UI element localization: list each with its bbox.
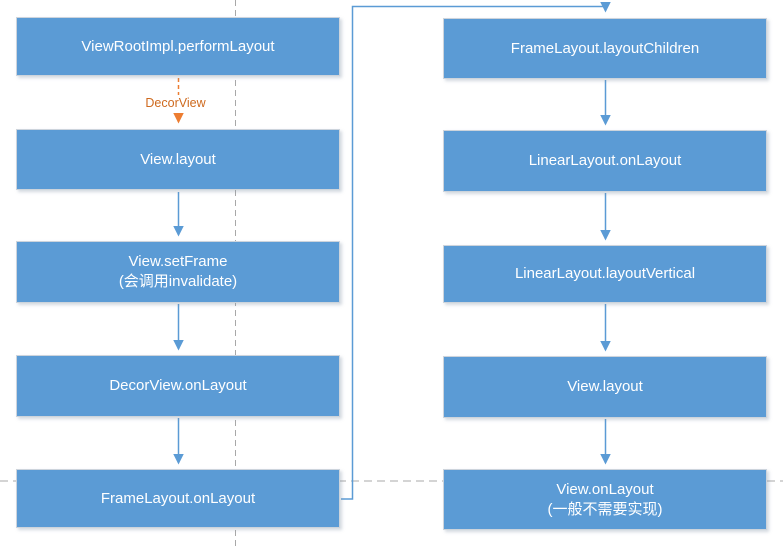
node-sublabel: (会调用invalidate) xyxy=(118,273,238,290)
connector-framelayout-onlayout-to-layoutchildren xyxy=(341,2,611,500)
node-label: View.layout xyxy=(567,378,643,395)
node-viewrootimpl-performlayout: ViewRootImpl.performLayout xyxy=(16,17,340,76)
node-view-onlayout: View.onLayout (一般不需要实现) xyxy=(443,469,767,530)
node-framelayout-layoutchildren: FrameLayout.layoutChildren xyxy=(443,18,767,79)
node-decorview-onlayout: DecorView.onLayout xyxy=(16,355,340,417)
node-view-setframe: View.setFrame (会调用invalidate) xyxy=(16,241,340,303)
node-label: LinearLayout.onLayout xyxy=(528,152,682,169)
node-view-layout-right: View.layout xyxy=(443,356,767,418)
node-label: ViewRootImpl.performLayout xyxy=(81,37,275,55)
node-linearlayout-layoutvertical: LinearLayout.layoutVertical xyxy=(443,245,767,303)
edge-label-decorview: DecorView xyxy=(128,95,223,112)
node-view-layout-left: View.layout xyxy=(16,129,340,190)
node-label: FrameLayout.onLayout xyxy=(100,489,256,507)
node-label: DecorView.onLayout xyxy=(109,377,247,394)
node-sublabel: (一般不需要实现) xyxy=(547,500,663,518)
node-label: FrameLayout.layoutChildren xyxy=(510,39,700,57)
node-label: View.layout xyxy=(140,150,216,168)
node-label: View.onLayout xyxy=(556,480,654,498)
node-label: View.setFrame xyxy=(128,253,228,270)
node-framelayout-onlayout: FrameLayout.onLayout xyxy=(16,469,340,528)
node-label: LinearLayout.layoutVertical xyxy=(514,265,696,282)
node-linearlayout-onlayout: LinearLayout.onLayout xyxy=(443,130,767,192)
